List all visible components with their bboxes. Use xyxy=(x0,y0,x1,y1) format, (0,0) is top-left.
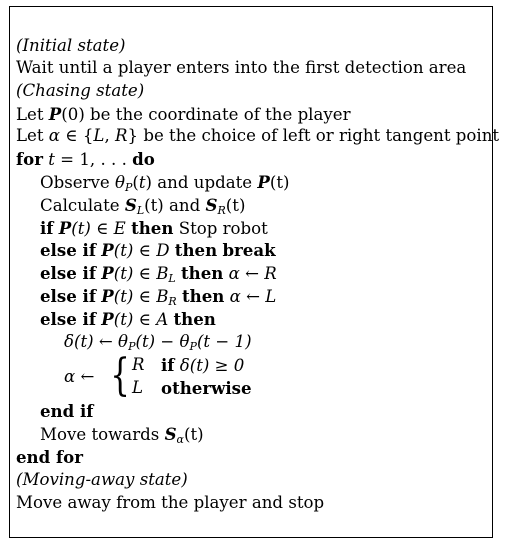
observe-theta: θ xyxy=(114,173,125,192)
let-alpha-symbol: α xyxy=(48,126,61,145)
move-towards-sub: α xyxy=(176,433,184,446)
let-alpha-l: L xyxy=(93,126,105,145)
elseif-br-sub: R xyxy=(168,295,177,308)
elseif-bl-assign: α ← R xyxy=(228,264,277,283)
observe-line: Observe θP(t) and update P(t) xyxy=(40,171,289,199)
do-keyword: do xyxy=(132,149,155,169)
delta-text2: (t) − θ xyxy=(135,332,190,351)
elseif-keyword: else if xyxy=(40,240,96,260)
elseif-br-line: else if P(t) ∈ BR then α ← L xyxy=(40,285,276,313)
let-alpha-line: Let α ∈ {L, R} be the choice of left or … xyxy=(16,125,499,147)
elseif-bl-sub: L xyxy=(168,272,176,285)
if-e-line: if P(t) ∈ E then Stop robot xyxy=(40,217,268,240)
elseif-keyword: else if xyxy=(40,263,96,283)
delta-text3: (t − 1) xyxy=(196,332,252,351)
delta-sub1: P xyxy=(128,340,136,353)
delta-text1: δ(t) ← θ xyxy=(64,332,129,351)
move-towards-var: S xyxy=(164,424,177,444)
let-alpha-r: R xyxy=(115,126,128,145)
let-alpha-comma: , xyxy=(104,126,115,145)
then-keyword: then xyxy=(181,263,224,283)
elseif-br-cond: (t) ∈ B xyxy=(113,287,169,306)
calculate-mid: (t) and xyxy=(144,196,206,215)
let-p0-pre: Let xyxy=(16,105,49,124)
move-towards-post: (t) xyxy=(183,425,204,444)
elseif-a-line: else if P(t) ∈ A then xyxy=(40,308,216,331)
calculate-pre: Calculate xyxy=(40,196,125,215)
algorithm-box: (Initial state) Wait until a player ente… xyxy=(9,6,499,538)
delta-sub2: P xyxy=(189,340,197,353)
wait-line: Wait until a player enters into the firs… xyxy=(16,58,467,77)
let-alpha-post: } be the choice of left or right tangent… xyxy=(127,126,500,145)
elseif-bl-var: P xyxy=(101,263,114,283)
case1-cond: δ(t) ≥ 0 xyxy=(179,356,245,375)
move-away-line: Move away from the player and stop xyxy=(16,493,325,512)
case1-value: R xyxy=(132,355,145,374)
calculate-sub2: R xyxy=(217,204,226,217)
elseif-keyword: else if xyxy=(40,286,96,306)
elseif-d-line: else if P(t) ∈ D then break xyxy=(40,239,276,262)
elseif-a-cond: (t) ∈ A xyxy=(113,310,169,329)
move-towards-pre: Move towards xyxy=(40,425,165,444)
end-for-keyword: end for xyxy=(16,447,83,467)
then-keyword: then xyxy=(174,240,218,260)
elseif-bl-line: else if P(t) ∈ BL then α ← R xyxy=(40,262,277,290)
elseif-bl-cond: (t) ∈ B xyxy=(113,264,169,283)
calculate-sub1: L xyxy=(136,204,145,217)
for-keyword: for xyxy=(16,149,43,169)
observe-sub: P xyxy=(124,181,133,194)
elseif-d-cond: (t) ∈ D xyxy=(113,241,170,260)
chasing-state-label: (Chasing state) xyxy=(16,81,145,100)
case-brace: { xyxy=(110,350,130,401)
moving-away-state-label: (Moving-away state) xyxy=(16,470,188,489)
if-e-var: P xyxy=(58,218,72,238)
elseif-d-var: P xyxy=(101,240,114,260)
observe-mid: ( xyxy=(132,173,139,192)
calculate-post: (t) xyxy=(225,196,246,215)
elseif-br-assign: α ← L xyxy=(229,287,277,306)
initial-state-label: (Initial state) xyxy=(16,36,126,55)
calculate-line: Calculate SL(t) and SR(t) xyxy=(40,194,245,222)
calculate-s1: S xyxy=(124,195,137,215)
case2-value: L xyxy=(132,378,144,397)
then-keyword: then xyxy=(131,218,174,238)
case2-condition: otherwise xyxy=(161,378,252,398)
observe-var: P xyxy=(257,172,270,192)
if-keyword: if xyxy=(40,218,54,238)
then-keyword: then xyxy=(173,309,216,329)
calculate-s2: S xyxy=(205,195,218,215)
let-p0-line: Let P(0) be the coordinate of the player xyxy=(16,103,351,126)
move-towards-line: Move towards Sα(t) xyxy=(40,423,204,451)
observe-post: (t) xyxy=(269,173,290,192)
observe-t: t xyxy=(138,173,146,192)
delta-line: δ(t) ← θP(t) − θP(t − 1) xyxy=(64,331,252,358)
then-keyword: then xyxy=(181,286,225,306)
for-line: for t = 1, . . . do xyxy=(16,148,155,171)
case1-condition: if δ(t) ≥ 0 xyxy=(161,354,244,377)
stop-robot-text: Stop robot xyxy=(173,219,268,238)
observe-mid2: ) and update xyxy=(145,173,258,192)
let-p0-var: P xyxy=(48,104,62,124)
case1-if-keyword: if xyxy=(161,355,175,375)
let-alpha-pre: Let xyxy=(16,126,49,145)
elseif-keyword: else if xyxy=(40,309,96,329)
elseif-br-var: P xyxy=(101,286,114,306)
for-var: t xyxy=(48,150,55,169)
if-e-cond: (t) ∈ E xyxy=(71,219,126,238)
let-p0-post: (0) be the coordinate of the player xyxy=(61,105,351,124)
for-range: = 1, . . . xyxy=(54,150,133,169)
alpha-case-lhs: α ← xyxy=(64,367,95,386)
break-keyword: break xyxy=(222,240,276,260)
elseif-a-var: P xyxy=(101,309,114,329)
let-alpha-mid: ∈ { xyxy=(60,126,94,145)
observe-pre: Observe xyxy=(40,173,115,192)
end-if-keyword: end if xyxy=(40,401,94,421)
